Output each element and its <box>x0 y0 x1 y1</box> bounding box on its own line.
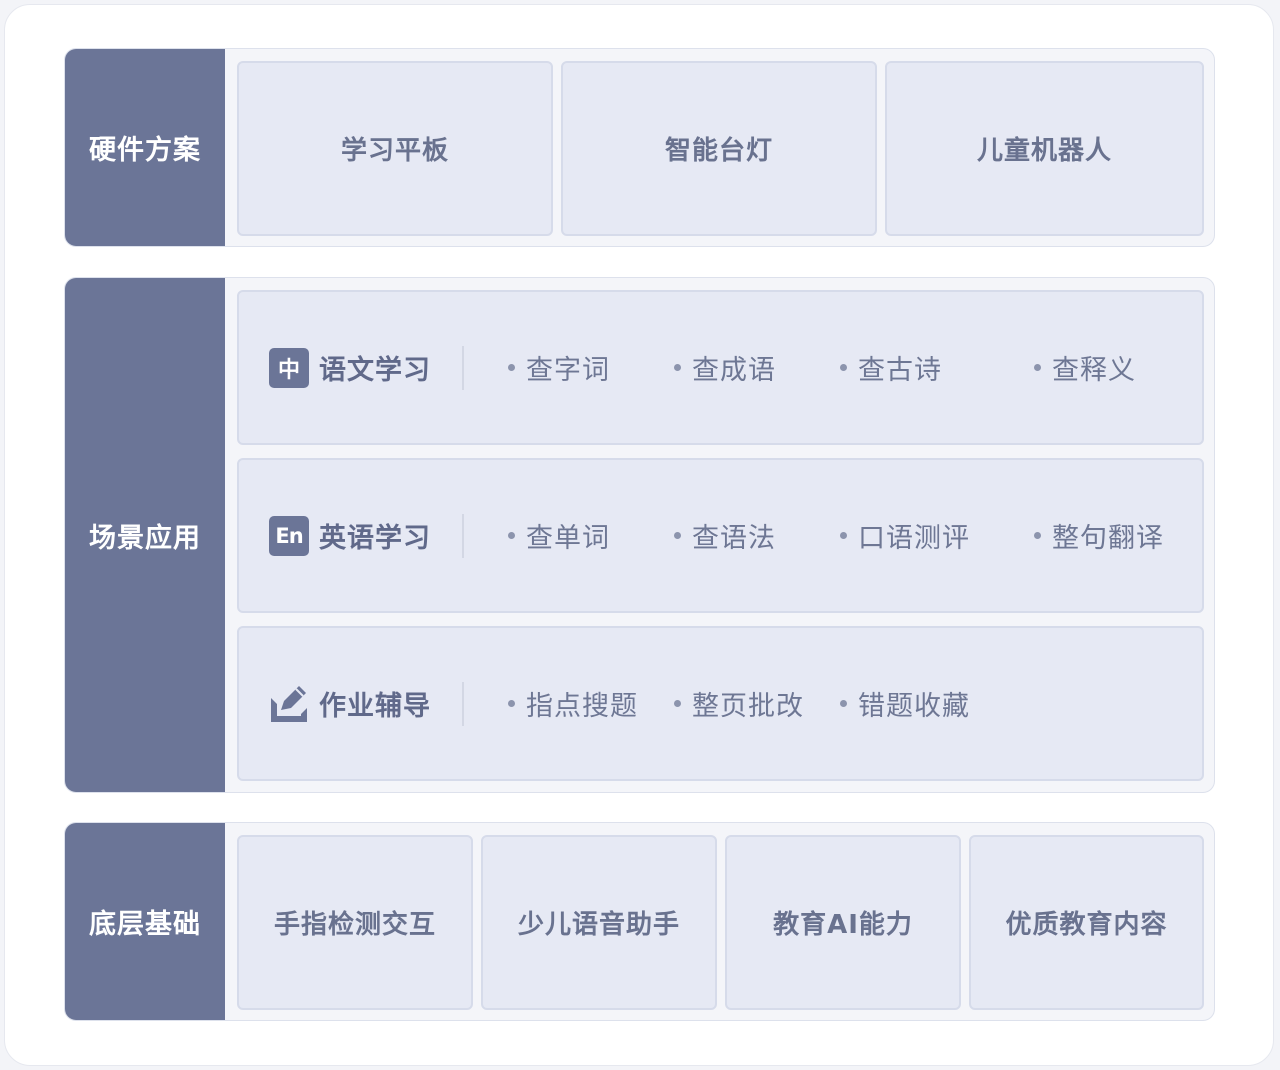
feature-item: 查成语 <box>674 292 776 443</box>
scene-title-english: 英语学习 <box>319 523 431 554</box>
feature-label: 查释义 <box>1052 355 1136 386</box>
row-label-foundation: 底层基础 <box>65 823 225 1020</box>
feature-item: 查单词 <box>508 460 610 611</box>
feature-item: 整页批改 <box>674 628 804 779</box>
bullet-dot-icon <box>674 364 681 371</box>
card-education-content: 优质教育内容 <box>969 835 1204 1010</box>
feature-label: 整页批改 <box>692 691 804 722</box>
bullet-dot-icon <box>840 700 847 707</box>
feature-label: 错题收藏 <box>858 691 970 722</box>
feature-item: 错题收藏 <box>840 628 970 779</box>
card-smart-lamp: 智能台灯 <box>561 61 877 236</box>
scene-head-homework: 作业辅导 <box>269 628 431 779</box>
chinese-char-badge-icon: 中 <box>269 347 309 388</box>
feature-item: 指点搜题 <box>508 628 638 779</box>
divider <box>462 346 464 390</box>
feature-label: 整句翻译 <box>1052 523 1164 554</box>
card-education-ai: 教育AI能力 <box>725 835 961 1010</box>
feature-label: 查古诗 <box>858 355 942 386</box>
divider <box>462 514 464 558</box>
card-voice-assistant: 少儿语音助手 <box>481 835 717 1010</box>
scene-chinese: 中 语文学习 查字词 查成语 查古诗 查释义 <box>237 290 1204 445</box>
bullet-dot-icon <box>508 532 515 539</box>
row-label-scenes: 场景应用 <box>65 278 225 792</box>
bullet-dot-icon <box>508 700 515 707</box>
feature-label: 查语法 <box>692 523 776 554</box>
feature-item: 整句翻译 <box>1034 460 1164 611</box>
feature-label: 查单词 <box>526 523 610 554</box>
feature-label: 指点搜题 <box>526 691 638 722</box>
row-label-hardware: 硬件方案 <box>65 49 225 246</box>
bullet-dot-icon <box>674 532 681 539</box>
feature-label: 查成语 <box>692 355 776 386</box>
bullet-dot-icon <box>1034 364 1041 371</box>
feature-label: 查字词 <box>526 355 610 386</box>
feature-item: 口语测评 <box>840 460 970 611</box>
bullet-dot-icon <box>840 532 847 539</box>
row-hardware: 硬件方案 学习平板 智能台灯 儿童机器人 <box>64 48 1215 247</box>
divider <box>462 682 464 726</box>
card-learning-tablet: 学习平板 <box>237 61 553 236</box>
scene-english: En 英语学习 查单词 查语法 口语测评 整句翻译 <box>237 458 1204 613</box>
feature-item: 查字词 <box>508 292 610 443</box>
feature-item: 查古诗 <box>840 292 942 443</box>
bullet-dot-icon <box>1034 532 1041 539</box>
card-finger-detection: 手指检测交互 <box>237 835 473 1010</box>
scene-head-chinese: 中 语文学习 <box>269 292 431 443</box>
bullet-dot-icon <box>840 364 847 371</box>
row-scenes: 场景应用 中 语文学习 查字词 查成语 查古诗 查释义 En 英语学习 查单词 … <box>64 277 1215 793</box>
scene-head-english: En 英语学习 <box>269 460 431 611</box>
feature-item: 查语法 <box>674 460 776 611</box>
feature-item: 查释义 <box>1034 292 1136 443</box>
feature-label: 口语测评 <box>858 523 970 554</box>
bullet-dot-icon <box>674 700 681 707</box>
scene-title-homework: 作业辅导 <box>319 691 431 722</box>
bullet-dot-icon <box>508 364 515 371</box>
scene-title-chinese: 语文学习 <box>319 355 431 386</box>
pen-check-icon <box>269 684 309 724</box>
english-badge-icon: En <box>269 515 309 556</box>
row-foundation: 底层基础 手指检测交互 少儿语音助手 教育AI能力 优质教育内容 <box>64 822 1215 1021</box>
card-kids-robot: 儿童机器人 <box>885 61 1204 236</box>
scene-homework: 作业辅导 指点搜题 整页批改 错题收藏 <box>237 626 1204 781</box>
